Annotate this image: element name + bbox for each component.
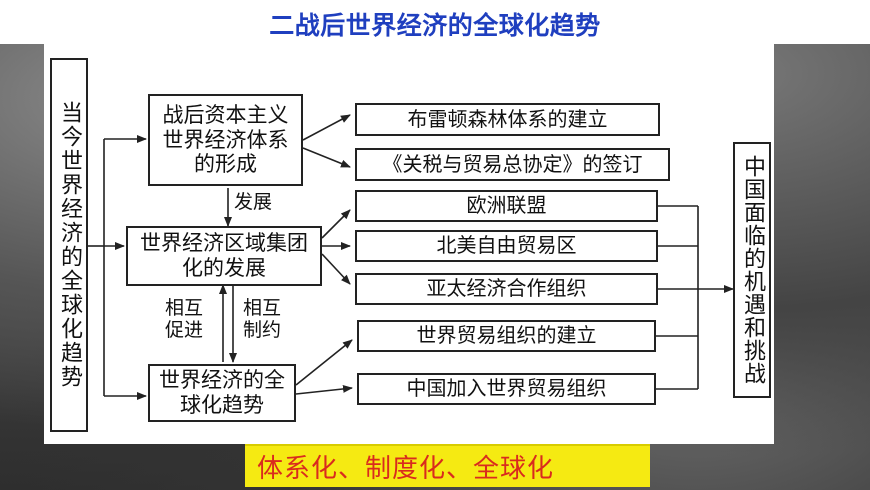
leaf-european-union: 欧洲联盟 [355,190,658,222]
leaf-china-joins-wto: 中国加入世界贸易组织 [357,373,656,405]
leaf-nafta: 北美自由贸易区 [355,230,658,262]
leaf-european-union-text: 欧洲联盟 [466,193,547,218]
right-box-china-challenges: 中国面临的机遇和挑战 [733,142,771,398]
title-band [0,0,870,44]
node-postwar-capitalist-system: 战后资本主义世界经济体系的形成 [148,94,303,186]
slide-title: 二战后世界经济的全球化趋势 [269,11,601,40]
leaf-apec-text: 亚太经济合作组织 [426,276,587,301]
node-regional-blocs: 世界经济区域集团化的发展 [126,226,322,286]
leaf-nafta-text: 北美自由贸易区 [436,233,577,258]
node-globalization-trend-text: 世界经济的全球化趋势 [159,368,285,417]
node-globalization-trend: 世界经济的全球化趋势 [148,364,296,422]
label-mutual-restrict: 相互制约 [242,297,281,341]
right-box-text: 中国面临的机遇和挑战 [740,155,765,385]
leaf-china-joins-wto-text: 中国加入世界贸易组织 [406,376,607,401]
label-develop: 发展 [234,191,273,213]
summary-banner-text: 体系化、制度化、全球化 [257,454,555,484]
left-box-global-trend: 当今世界经济的全球化趋势 [50,58,88,432]
leaf-gatt: 《关税与贸易总协定》的签订 [355,148,670,181]
leaf-wto-founded: 世界贸易组织的建立 [357,320,656,352]
leaf-wto-founded-text: 世界贸易组织的建立 [416,323,597,348]
leaf-gatt-text: 《关税与贸易总协定》的签订 [382,151,643,176]
leaf-bretton-woods-text: 布雷顿森林体系的建立 [407,106,608,131]
node-regional-blocs-text: 世界经济区域集团化的发展 [140,231,308,280]
node-postwar-capitalist-system-text: 战后资本主义世界经济体系的形成 [162,102,289,177]
label-mutual-promote: 相互促进 [164,297,203,341]
leaf-bretton-woods: 布雷顿森林体系的建立 [355,103,660,136]
summary-banner: 体系化、制度化、全球化 [245,444,650,487]
leaf-apec: 亚太经济合作组织 [355,273,658,305]
left-box-text: 当今世界经济的全球化趋势 [57,101,82,389]
